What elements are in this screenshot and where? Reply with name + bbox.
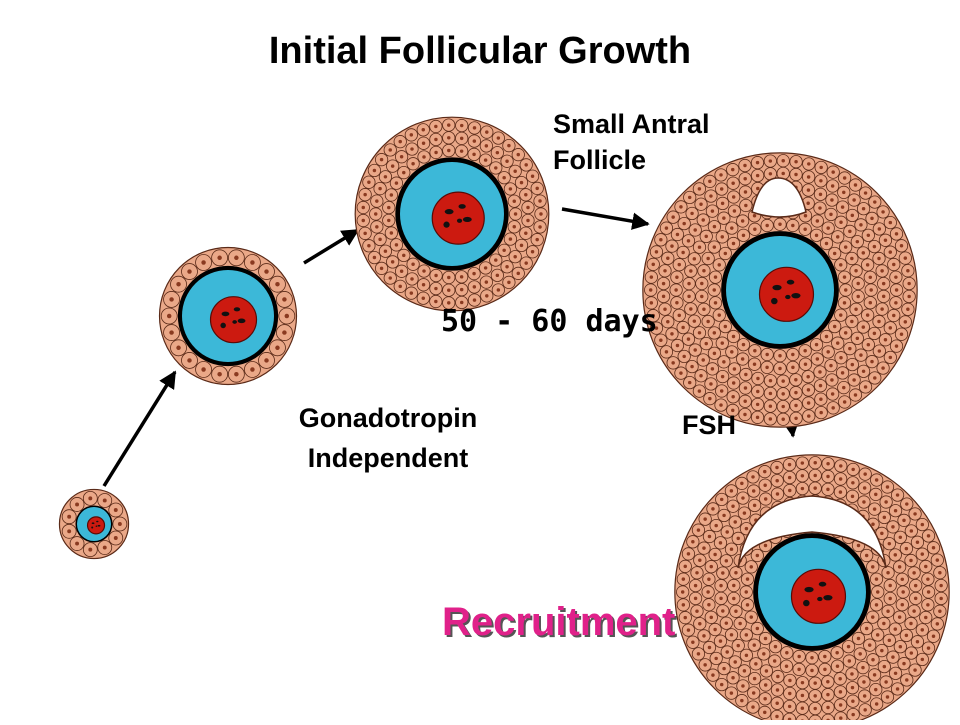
- gonadotropin-independent-label: Gonadotropin Independent: [268, 398, 508, 478]
- small-antral-label-line2: Follicle: [553, 142, 773, 178]
- gonadotropin-label-line1: Gonadotropin: [268, 398, 508, 438]
- nucleus: [211, 297, 257, 343]
- nucleus: [88, 517, 105, 534]
- primordial-follicle: [59, 489, 128, 558]
- recruitment-label: Recruitment: [442, 600, 675, 645]
- nucleus: [432, 192, 484, 244]
- fsh-label: FSH: [682, 410, 736, 441]
- recruited-follicle: [675, 455, 949, 720]
- arrow-secondary-to-antral: [562, 209, 648, 224]
- duration-label: 50 - 60 days: [441, 304, 658, 339]
- small-antral-follicle-label: Small Antral Follicle: [553, 106, 773, 178]
- arrow-primordial-to-primary: [104, 372, 175, 486]
- secondary-follicle: [355, 117, 549, 311]
- gonadotropin-label-line2: Independent: [268, 438, 508, 478]
- nucleus: [791, 569, 845, 623]
- small-antral-label-line1: Small Antral: [553, 106, 773, 142]
- primary-follicle: [160, 248, 297, 385]
- small-antral-follicle: [643, 153, 917, 427]
- nucleus: [759, 267, 813, 321]
- diagram-title: Initial Follicular Growth: [0, 30, 960, 73]
- arrow-primary-to-secondary: [304, 230, 358, 263]
